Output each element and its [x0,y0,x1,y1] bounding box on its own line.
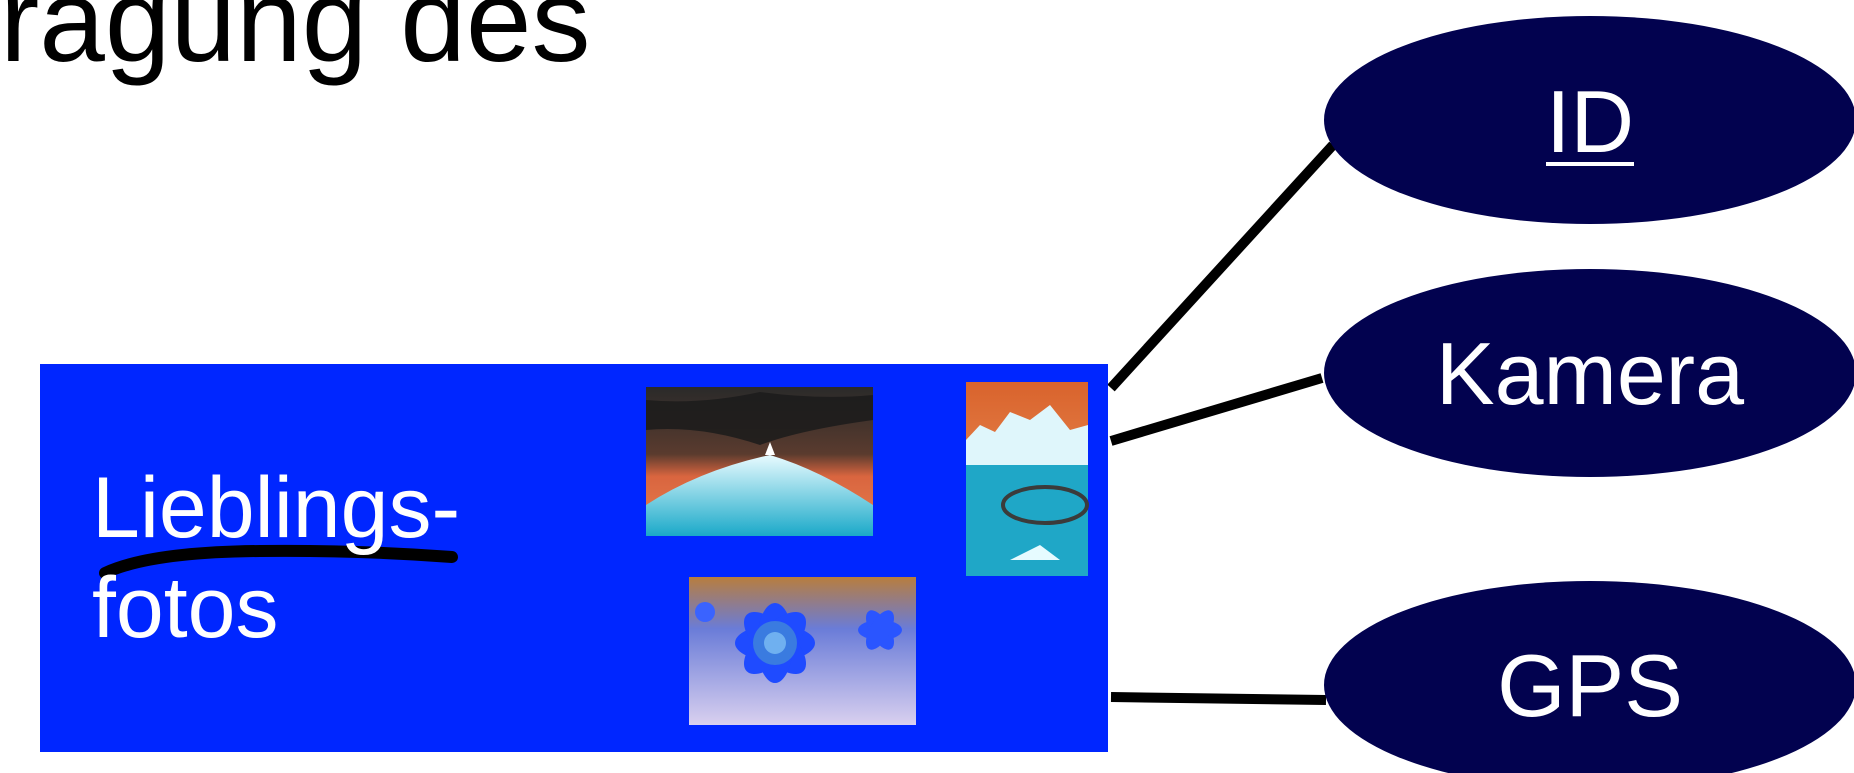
connector-gps [1110,692,1327,705]
attribute-kamera-ellipse [1324,269,1854,477]
attribute-id-ellipse [1324,16,1854,224]
attribute-gps-ellipse [1324,581,1854,773]
attribute-kamera-label: Kamera [1435,324,1745,423]
connector-kamera [1109,373,1324,446]
inverted-mountain-photo-icon [646,387,873,536]
entity-label-line2: fotos [92,560,279,656]
attribute-gps-label: GPS [1497,636,1683,735]
connector-id [1107,141,1337,392]
attribute-id-label: ID [1546,72,1634,171]
entity-label: Lieblings- fotos [92,458,460,658]
annotation-underline [99,544,458,579]
inverted-iceberg-photo-icon [966,382,1089,576]
slide-title-fragment: ragung des [0,0,591,87]
inverted-sunflower-photo-icon [689,577,916,725]
entity-label-line1: Lieblings- [92,460,461,556]
